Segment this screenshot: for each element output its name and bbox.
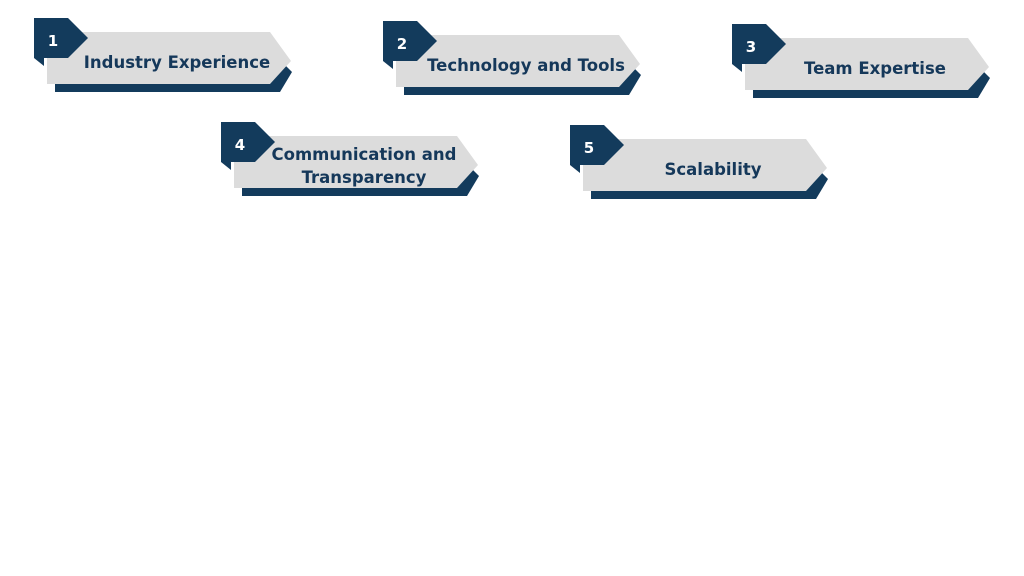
step-label-5: Scalability — [664, 159, 762, 179]
step-label-1: Industry Experience — [83, 52, 271, 72]
step-label-3: Team Expertise — [804, 58, 946, 78]
step-card-1: 1 Industry Experience — [34, 18, 304, 100]
step-number-2: 2 — [396, 35, 408, 53]
step-number-5: 5 — [583, 139, 595, 157]
step-label-2: Technology and Tools — [427, 55, 625, 75]
step-card-5: 5 Scalability — [570, 125, 840, 207]
step-label-4: Communication and Transparency — [271, 145, 457, 187]
step-card-4: 4 Communication and Transparency — [221, 122, 491, 204]
step-card-3-shape — [732, 24, 990, 98]
step-card-4-shape — [221, 122, 479, 196]
step-card-2-shape — [383, 21, 641, 95]
step-card-3: 3 Team Expertise — [732, 24, 1002, 106]
step-number-1: 1 — [47, 32, 59, 50]
step-number-4: 4 — [234, 136, 246, 154]
step-number-3: 3 — [745, 38, 757, 56]
step-card-5-shape — [570, 125, 828, 199]
step-card-1-shape — [34, 18, 292, 92]
step-card-2: 2 Technology and Tools — [383, 21, 653, 103]
